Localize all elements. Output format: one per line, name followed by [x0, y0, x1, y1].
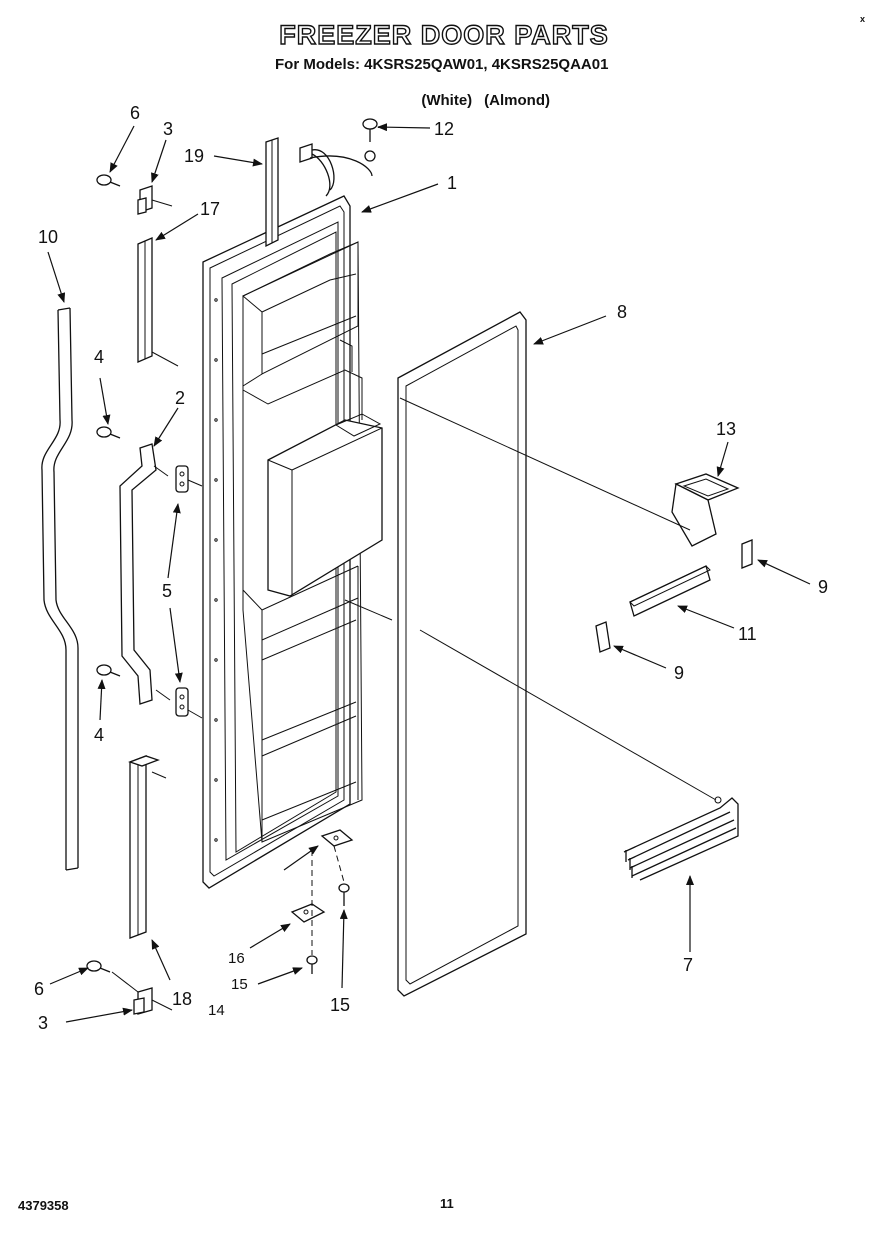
callout-2: 2 [175, 388, 186, 408]
callout-4-bottom: 4 [94, 725, 105, 745]
wire-harness [299, 143, 376, 197]
callout-3-top: 3 [163, 119, 174, 139]
callout-15-left: 15 [231, 976, 248, 993]
callout-17: 17 [200, 199, 221, 219]
clip-3-bottom [133, 987, 153, 1015]
callout-14: 14 [208, 1002, 225, 1019]
part-10-strip [41, 309, 67, 870]
callout-16: 16 [228, 950, 245, 967]
callout-1: 1 [447, 173, 458, 193]
callout-11: 11 [738, 624, 757, 644]
callout-8: 8 [617, 302, 628, 322]
screw-15-right [338, 883, 350, 906]
callout-15-right: 15 [330, 995, 351, 1015]
color-variant-white: (White) [421, 92, 473, 109]
color-variants: (White) (Almond) [413, 75, 562, 109]
clip-3-top [137, 185, 153, 215]
document-number: 4379358 [18, 1198, 69, 1213]
screw-15-left [306, 955, 318, 974]
callout-6-top: 6 [130, 103, 141, 123]
guide-lines [111, 199, 717, 1011]
callout-10: 10 [38, 227, 59, 247]
bar-11 [629, 565, 711, 617]
callout-6-bottom: 6 [34, 979, 45, 999]
callout-7: 7 [683, 955, 694, 975]
clip-9-right [741, 539, 753, 569]
heater-7 [623, 796, 739, 881]
callout-9-right: 9 [818, 577, 829, 597]
screw-12 [362, 118, 378, 142]
screw-6-top [96, 174, 121, 187]
freezer-door [202, 195, 383, 889]
hinge-14 [320, 829, 354, 847]
callout-5: 5 [162, 581, 173, 601]
page-number: 11 [440, 1196, 454, 1211]
callout-4-top: 4 [94, 347, 105, 367]
color-variant-almond: (Almond) [484, 92, 550, 109]
screw-6-bottom [86, 960, 111, 973]
screw-4-top [96, 426, 121, 439]
callout-12: 12 [434, 119, 455, 139]
bracket-5-bottom [175, 687, 189, 717]
callout-18: 18 [172, 989, 193, 1009]
chute-13 [671, 473, 740, 547]
callout-9-left: 9 [674, 663, 685, 683]
callout-19: 19 [184, 146, 205, 166]
leader-arrows [47, 123, 811, 1023]
models-line: For Models: 4KSRS25QAW01, 4KSRS25QAA01 [275, 56, 609, 73]
page-title: FREEZER DOOR PARTS [279, 19, 609, 50]
hinge-16 [290, 903, 326, 923]
callout-13: 13 [716, 419, 737, 439]
bracket-5-top [175, 465, 189, 493]
screw-4-bottom [96, 664, 121, 677]
callout-3-bottom: 3 [38, 1013, 49, 1033]
clip-9-left [595, 621, 611, 653]
part-2-handle [119, 443, 157, 705]
corner-mark: x [860, 14, 866, 24]
